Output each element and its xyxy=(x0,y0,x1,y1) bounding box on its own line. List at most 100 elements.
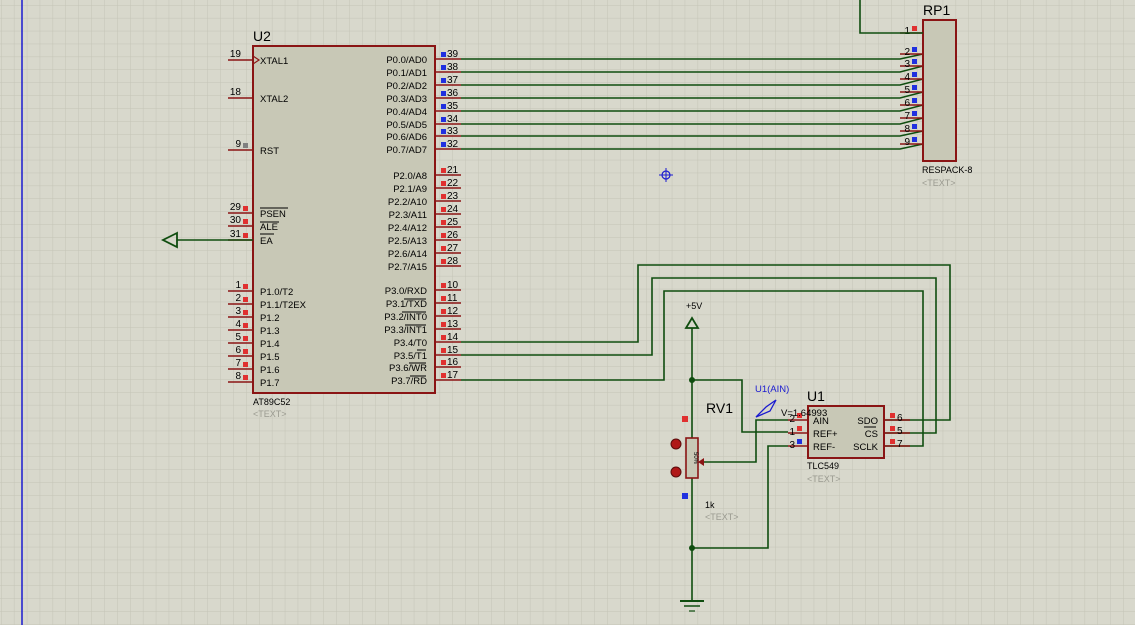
u2-pin-number: 33 xyxy=(447,126,459,137)
pin-state-marker xyxy=(243,323,248,328)
u1-pin-number: 3 xyxy=(789,440,795,451)
bus-wire[interactable] xyxy=(461,130,924,137)
wire-p35-cs[interactable] xyxy=(461,277,937,434)
pin-state-marker xyxy=(243,310,248,315)
u2-pin-label: P2.7/A15 xyxy=(388,262,427,273)
u1-body[interactable] xyxy=(807,405,885,459)
rp1-pin-number: 1 xyxy=(904,26,910,37)
rv1-body-label: 50% xyxy=(692,452,698,465)
u1-pin-label: REF- xyxy=(813,442,835,453)
u2-pin-label: P0.3/AD3 xyxy=(386,94,427,105)
pin-state-marker xyxy=(441,104,446,109)
power-net[interactable]: +5V 50% RV1 1k <TEXT> xyxy=(670,301,788,612)
pin-state-marker xyxy=(441,117,446,122)
pin-state-marker xyxy=(912,85,917,90)
rp1-ref: RP1 xyxy=(923,2,950,18)
pin-state-marker xyxy=(243,297,248,302)
u2-pin-number: 38 xyxy=(447,62,459,73)
wire-p34-sdo[interactable] xyxy=(461,264,951,421)
pin-state-marker xyxy=(797,413,802,418)
bus-wire[interactable] xyxy=(461,78,924,86)
pin-state-marker xyxy=(441,168,446,173)
bus-wire[interactable] xyxy=(461,91,924,99)
u2-pin-number: 18 xyxy=(230,87,242,98)
u2-text: <TEXT> xyxy=(253,409,287,419)
u2-pin-number: 30 xyxy=(230,215,242,226)
u1-part: TLC549 xyxy=(807,461,839,471)
pin-state-marker xyxy=(243,349,248,354)
u2-pin-number: 14 xyxy=(447,332,459,343)
pin-state-marker xyxy=(441,78,446,83)
rv1-body[interactable] xyxy=(685,437,699,479)
u2-pin-number: 5 xyxy=(235,332,241,343)
u2-pin-label: P2.5/A13 xyxy=(388,236,427,247)
u2-pin-number: 27 xyxy=(447,243,459,254)
pin-state-marker xyxy=(441,335,446,340)
rp1-pin1-wire[interactable] xyxy=(859,0,923,34)
bus-wire[interactable] xyxy=(461,65,924,73)
ground-icon xyxy=(680,600,704,612)
u2-pin-number: 32 xyxy=(447,139,459,150)
pin-state-marker xyxy=(912,124,917,129)
wire-vcc-refplus[interactable] xyxy=(692,379,788,433)
bus-wire[interactable] xyxy=(461,53,924,60)
u2-pin-label: P2.6/A14 xyxy=(388,249,427,260)
u2-pin-label: P3.2/INT0 xyxy=(384,312,427,323)
pin-state-marker xyxy=(243,375,248,380)
pin-state-marker xyxy=(441,233,446,238)
wire-p37-sclk[interactable] xyxy=(461,290,924,447)
crosshair-cursor-icon xyxy=(659,168,673,182)
u2-pin-number: 16 xyxy=(447,357,459,368)
probe-label: U1(AIN) xyxy=(755,384,789,395)
u2-pin-number: 35 xyxy=(447,101,459,112)
bus-wire[interactable] xyxy=(461,104,924,112)
u2-pin-label: P0.5/AD5 xyxy=(386,120,427,131)
rp1-pin-number: 3 xyxy=(904,59,910,70)
pin-state-marker xyxy=(441,65,446,70)
u1-pin-label: AIN xyxy=(813,416,829,427)
probe-value: V=1.64993 xyxy=(781,408,827,419)
u2-pin-number: 13 xyxy=(447,319,459,330)
ea-terminal[interactable] xyxy=(160,231,253,249)
u2-pin-number: 11 xyxy=(447,293,458,304)
p0-bus-wires[interactable] xyxy=(461,53,924,150)
u2-pin-label: P3.0/RXD xyxy=(385,286,427,297)
u2-pin-label: P0.6/AD6 xyxy=(386,132,427,143)
pin-state-marker xyxy=(441,220,446,225)
bus-wire[interactable] xyxy=(461,117,924,125)
u1-pin-label: REF+ xyxy=(813,429,838,440)
pin-state-marker xyxy=(441,322,446,327)
voltage-probe[interactable]: U1(AIN) V=1.64993 xyxy=(755,384,827,419)
u1-pin-number: 6 xyxy=(897,413,903,424)
u2-pin-number: 31 xyxy=(230,229,242,240)
pin-state-marker xyxy=(797,426,802,431)
pin-state-marker xyxy=(441,91,446,96)
u2-pin-number: 2 xyxy=(235,293,241,304)
u2-pin-label: P0.7/AD7 xyxy=(386,145,427,156)
rv1-decrease-button[interactable] xyxy=(670,466,682,478)
u2-microcontroller[interactable]: U2 AT89C52 <TEXT> 19XTAL118XTAL29RST29PS… xyxy=(228,28,461,419)
wire-wiper-ain[interactable] xyxy=(704,419,788,463)
bus-wire[interactable] xyxy=(461,143,924,150)
u2-pin-number: 39 xyxy=(447,49,459,60)
control-wires[interactable] xyxy=(461,264,951,447)
rp1-pin-number: 2 xyxy=(904,47,910,58)
u2-body[interactable] xyxy=(252,45,436,394)
u2-pin-label: P3.6/WR xyxy=(389,363,427,374)
u2-pin-number: 9 xyxy=(235,139,241,150)
u2-pin-label: EA xyxy=(260,236,273,247)
u2-pin-label: P1.1/T2EX xyxy=(260,300,307,311)
u2-pin-label: P2.2/A10 xyxy=(388,197,427,208)
u2-pin-label: XTAL2 xyxy=(260,94,288,105)
u2-pin-number: 3 xyxy=(235,306,241,317)
rv1-increase-button[interactable] xyxy=(670,438,682,450)
u2-pin-number: 17 xyxy=(447,370,459,381)
pin-state-marker xyxy=(912,72,917,77)
wire-gnd-refminus[interactable] xyxy=(692,445,788,549)
u2-pin-label: P0.1/AD1 xyxy=(386,68,427,79)
rp1-body[interactable] xyxy=(922,19,957,162)
pin-state-marker xyxy=(243,206,248,211)
